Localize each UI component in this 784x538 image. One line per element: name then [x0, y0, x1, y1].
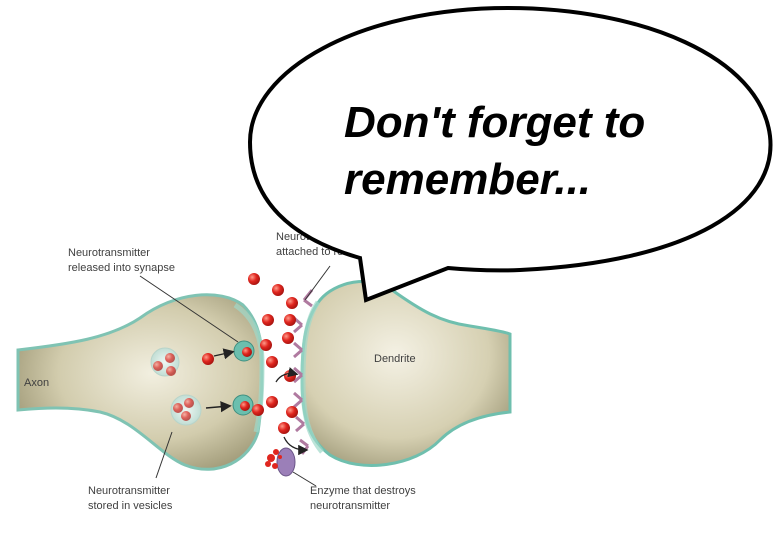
- vesicle: [150, 347, 180, 377]
- neurotransmitter-dot: [260, 339, 272, 351]
- neurotransmitter-dot: [262, 314, 274, 326]
- dendrite-membrane-highlight: [300, 300, 324, 454]
- docked-vesicle: [233, 340, 255, 362]
- neurotransmitters: [248, 273, 298, 434]
- label-axon: Axon: [24, 377, 49, 389]
- leader-lines: [139, 265, 331, 487]
- enzyme: [265, 447, 296, 477]
- label-stored-line1: Neurotransmitter: [88, 485, 170, 497]
- binding-arrow: [283, 436, 309, 456]
- neurotransmitter-dot: [286, 297, 298, 309]
- neurotransmitter-dot: [266, 396, 278, 408]
- label-enzyme-line1: Enzyme that destroys: [310, 485, 416, 497]
- dendrite: [300, 279, 512, 467]
- neurotransmitter-dot: [278, 422, 290, 434]
- vesicle-arrow: [213, 348, 235, 360]
- label-enzyme-line2: neurotransmitter: [310, 500, 390, 512]
- neurotransmitter-dot: [286, 406, 298, 418]
- leader-line-enzyme: [292, 471, 317, 487]
- receptor: [295, 415, 305, 433]
- neurotransmitter-dot: [252, 404, 264, 416]
- speech-bubble: Don't forget to remember...: [247, 5, 773, 303]
- leader-line-stored: [155, 431, 173, 479]
- dendrite-body: [300, 279, 512, 467]
- speech-bubble-outline: [247, 5, 773, 303]
- label-released-line2: released into synapse: [68, 262, 175, 274]
- neurotransmitter-dot: [272, 284, 284, 296]
- neurotransmitter-dot: [248, 273, 260, 285]
- neurotransmitter-dot: [284, 314, 296, 326]
- vesicle-arrow: [205, 401, 232, 413]
- neurotransmitter-dot: [266, 356, 278, 368]
- speech-bubble-line2: remember...: [344, 155, 591, 204]
- leader-line-attached: [304, 265, 331, 301]
- axon-body: [16, 293, 264, 471]
- vesicle: [170, 394, 202, 426]
- leader-line-released: [139, 275, 239, 343]
- binding-arrow: [275, 367, 299, 383]
- receptor: [293, 391, 303, 409]
- neurotransmitter-dot: [284, 370, 296, 382]
- neurotransmitter-dot: [282, 332, 294, 344]
- receptor: [293, 341, 303, 359]
- neurotransmitter-dot: [202, 353, 214, 365]
- label-stored-line2: stored in vesicles: [88, 500, 173, 512]
- label-released-line1: Neurotransmitter: [68, 247, 150, 259]
- speech-bubble-line1: Don't forget to: [344, 98, 645, 147]
- receptor: [299, 438, 310, 455]
- axon-terminal: [16, 293, 265, 471]
- docked-vesicle: [232, 394, 254, 416]
- label-dendrite: Dendrite: [374, 353, 416, 365]
